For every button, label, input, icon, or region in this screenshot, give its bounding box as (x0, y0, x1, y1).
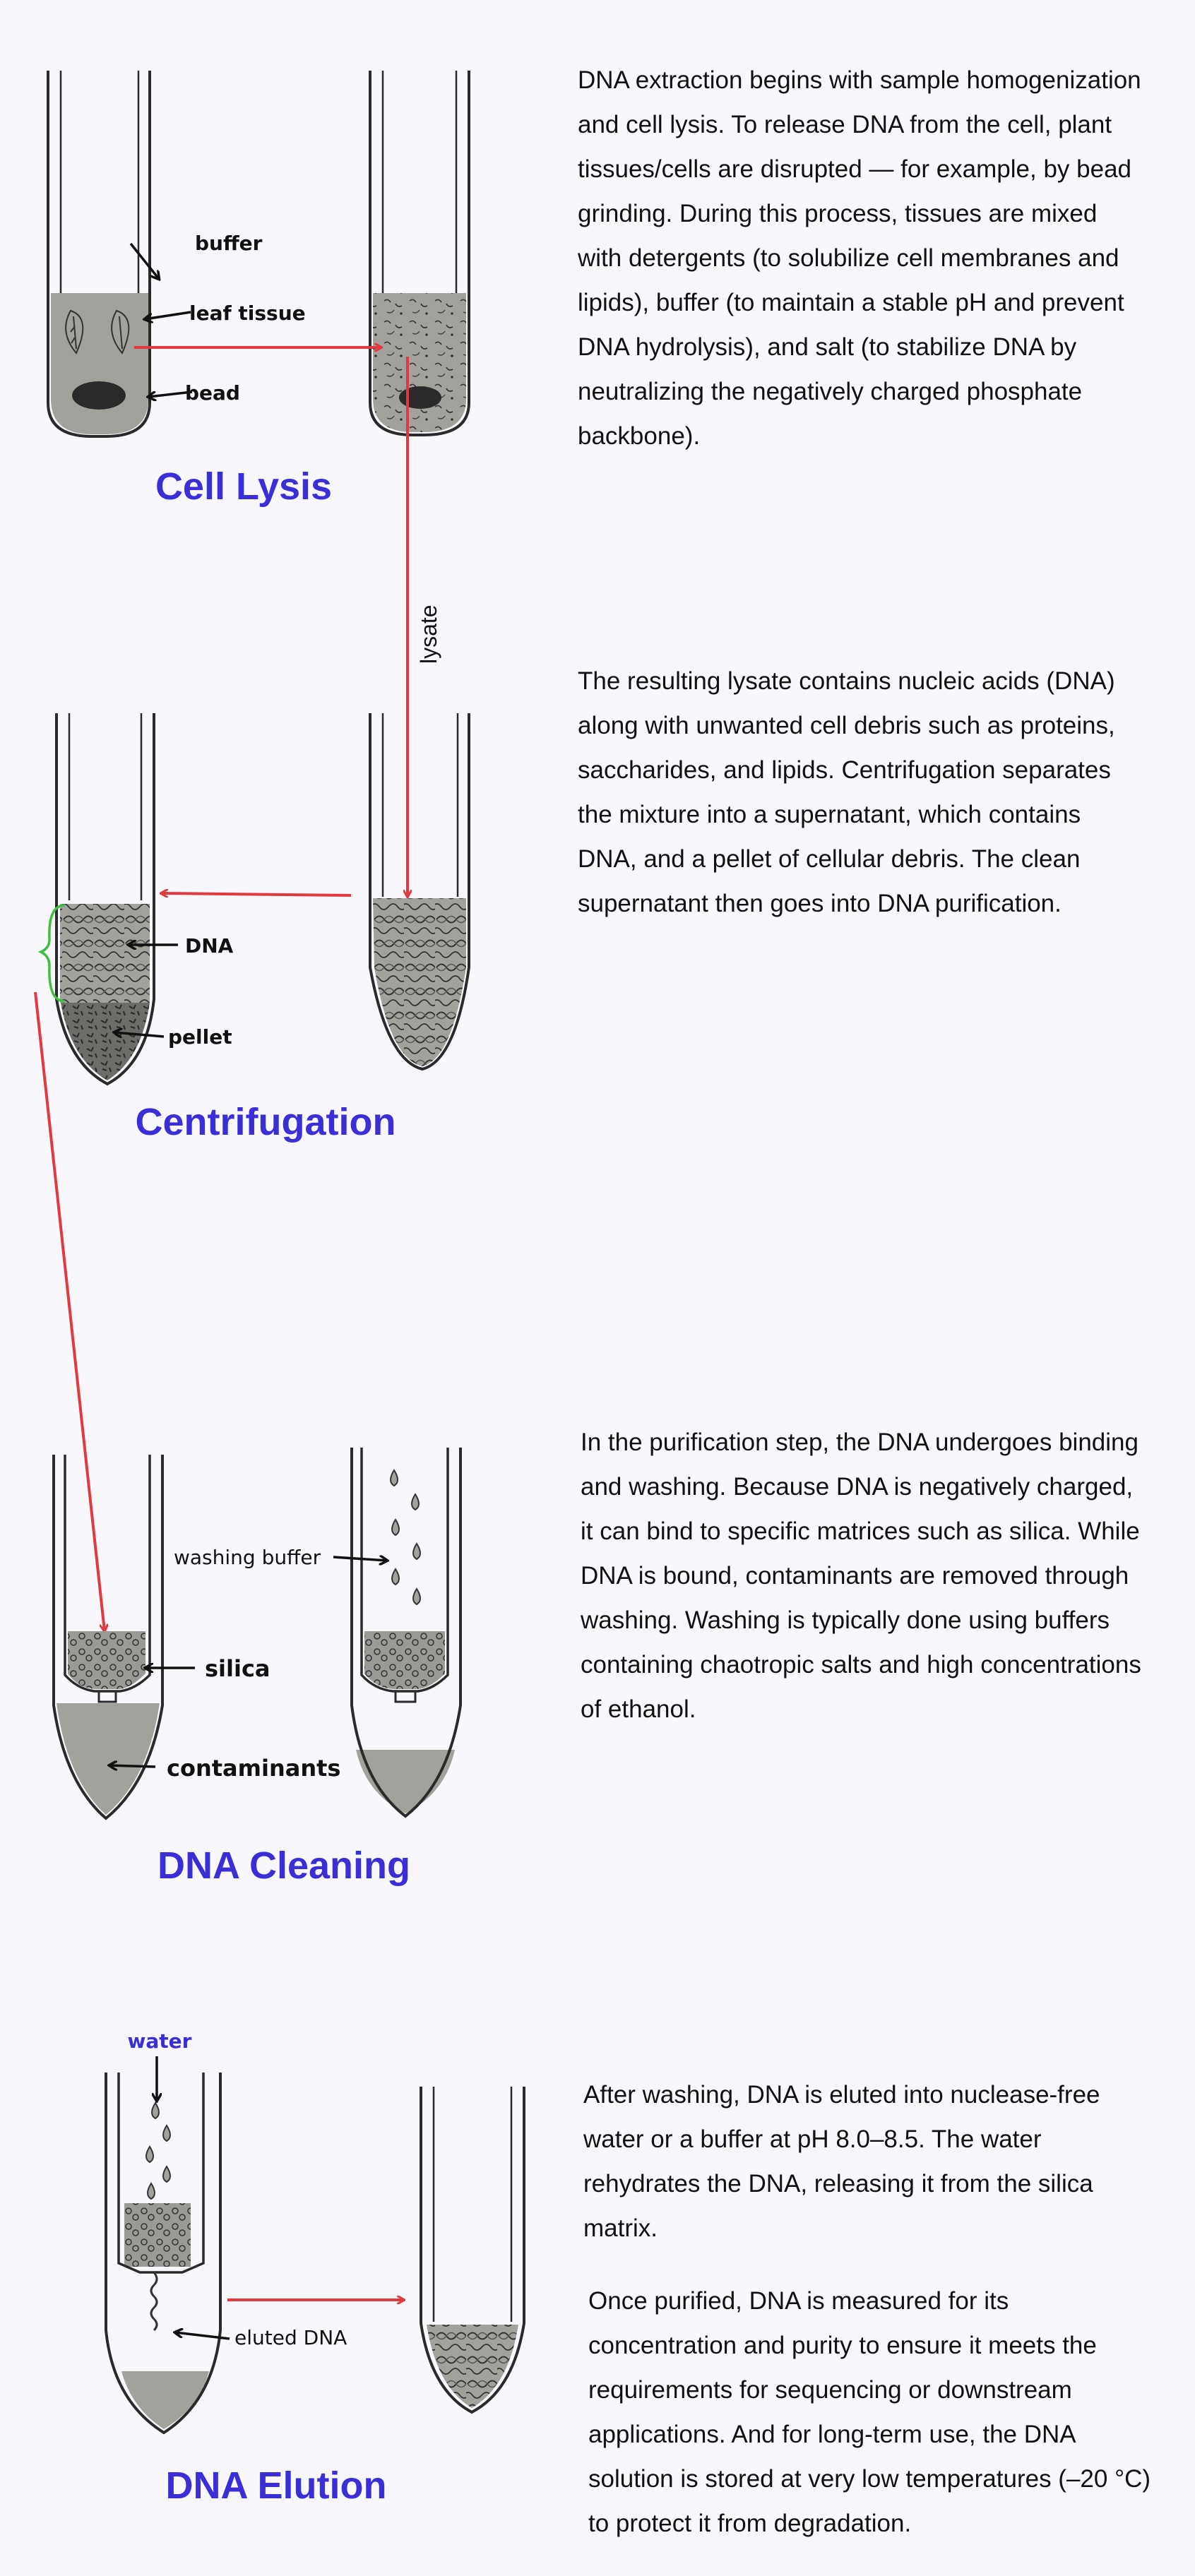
arrow-supernatant-to-column (34, 991, 105, 1631)
label-pellet: pellet (168, 1025, 232, 1049)
text-dna-elution: After washing, DNA is eluted into nuclea… (583, 2081, 1100, 2242)
supernatant-bracket (37, 904, 66, 1003)
buffer-pointer (129, 242, 159, 279)
label-leaf-tissue: leaf tissue (189, 302, 306, 325)
title-cell-lysis: Cell Lysis (155, 465, 332, 508)
label-lysate: lysate (416, 604, 441, 664)
title-dna-elution: DNA Elution (166, 2464, 387, 2507)
label-washing-buffer: washing buffer (174, 1546, 321, 1569)
tube-eluted-dna (420, 2087, 525, 2414)
label-eluted-dna: eluted DNA (234, 2326, 347, 2349)
eluted-dna-pointer (175, 2332, 230, 2340)
label-silica: silica (205, 1655, 270, 1682)
tube-centrifuge-separated (55, 713, 155, 1086)
column-binding (52, 1455, 164, 1820)
text-cell-lysis: DNA extraction begins with sample homoge… (578, 66, 1141, 450)
contaminants-pointer (109, 1765, 156, 1767)
text-dna-cleaning: In the purification step, the DNA underg… (581, 1429, 1141, 1723)
tube-lysis-after (369, 71, 470, 436)
tube-lysis-before (47, 71, 151, 438)
text-dna-storage: Once purified, DNA is measured for its c… (588, 2287, 1151, 2537)
pellet-pointer (114, 1032, 165, 1037)
leaf-tissue-pointer (145, 311, 191, 319)
title-centrifugation: Centrifugation (136, 1101, 396, 1143)
water-drops (145, 2101, 171, 2200)
arrow-to-separated-tube (161, 893, 352, 895)
washing-buffer-pointer (333, 1557, 387, 1561)
label-bead: bead (185, 381, 240, 405)
wash-drops (390, 1469, 421, 1606)
label-buffer: buffer (195, 232, 263, 255)
label-dna: DNA (185, 934, 234, 958)
tube-centrifuge-lysate (369, 713, 470, 1071)
column-washing (350, 1448, 462, 1818)
text-centrifugation: The resulting lysate contains nucleic ac… (578, 667, 1115, 917)
bead-pointer (148, 390, 193, 397)
column-elution (105, 2073, 222, 2435)
label-water: water (128, 2029, 192, 2053)
title-dna-cleaning: DNA Cleaning (157, 1844, 410, 1887)
label-contaminants: contaminants (167, 1755, 340, 1782)
